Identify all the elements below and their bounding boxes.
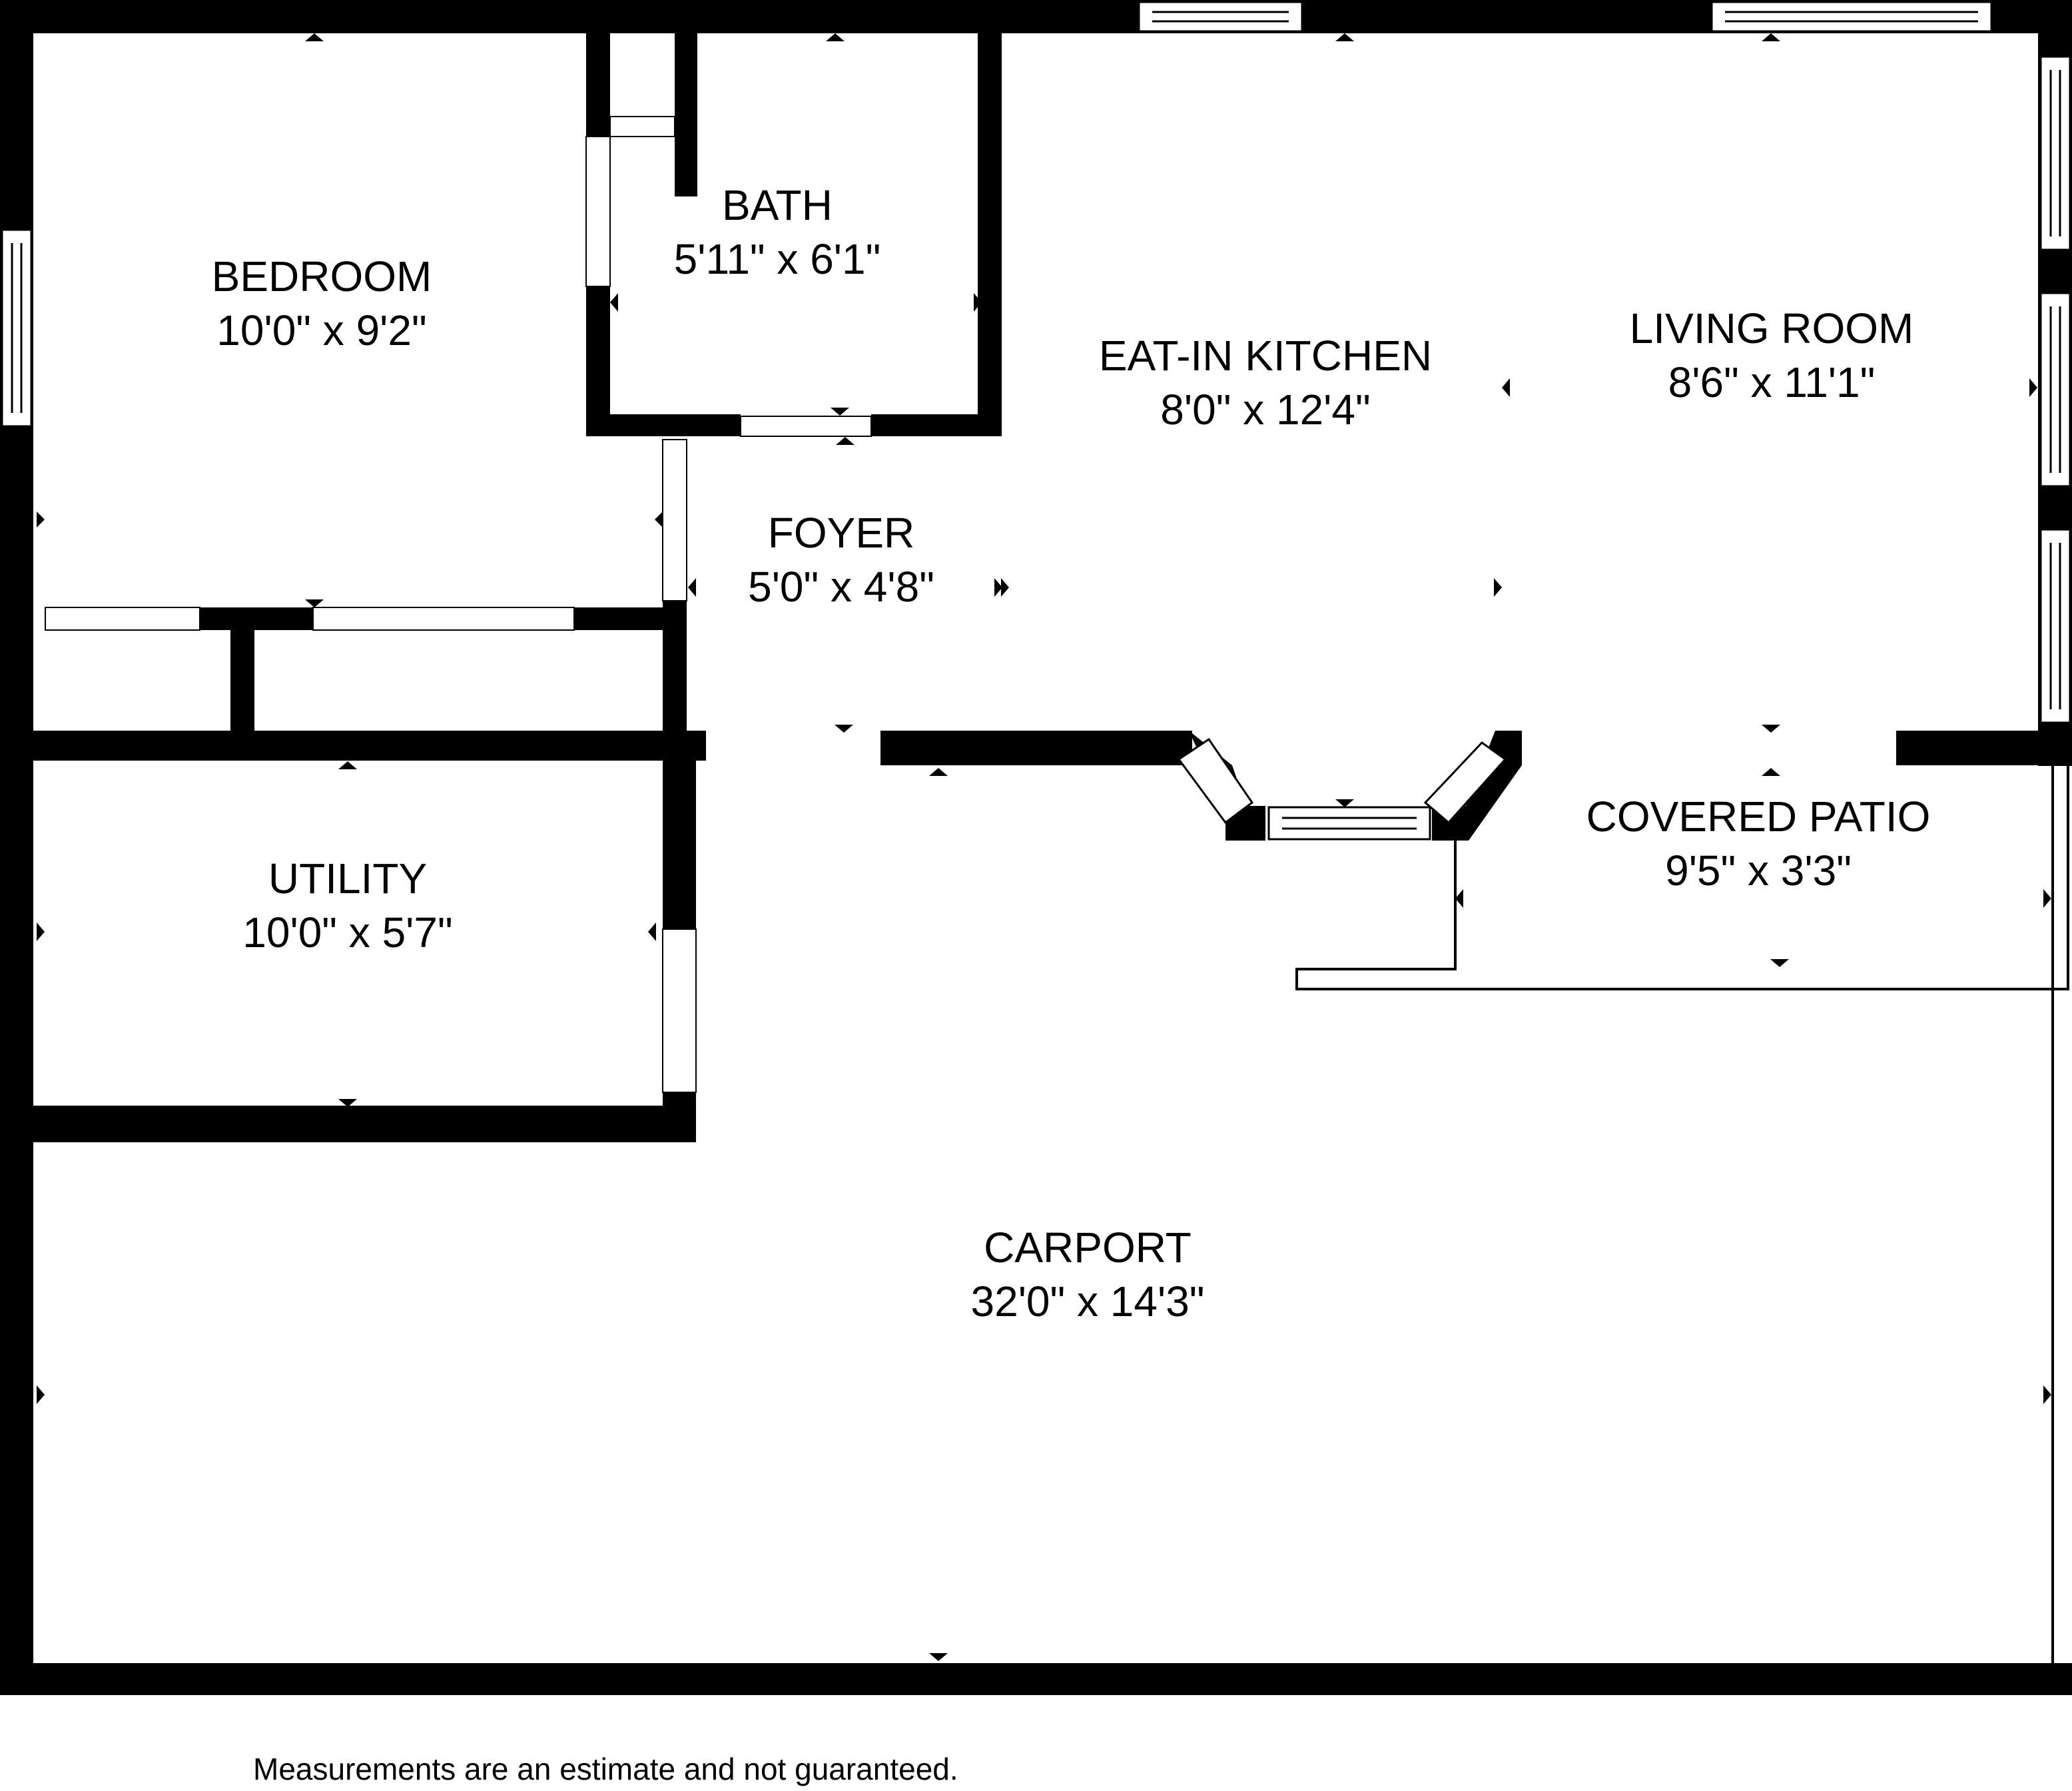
wall-bottom [0, 1663, 2072, 1695]
wall-bath-left-lower [586, 286, 610, 436]
wall-bath-left [586, 27, 610, 137]
wall-utility-right [663, 731, 696, 929]
bedroom-name: BEDROOM [212, 252, 432, 300]
window-right-b [2039, 292, 2071, 488]
dimension-markers [37, 33, 2051, 1661]
eat-in-kitchen-name: EAT-IN KITCHEN [1099, 332, 1432, 380]
foyer-dims: 5'0" x 4'8" [748, 563, 934, 611]
carport-name: CARPORT [984, 1224, 1192, 1271]
wall-closet-divider [230, 607, 254, 731]
wall-bath-bottom-left [586, 414, 741, 436]
covered-patio-dims: 9'5" x 3'3" [1665, 847, 1852, 895]
wall-patio-stub [1896, 731, 2072, 765]
covered-patio-name: COVERED PATIO [1586, 793, 1931, 841]
bedroom-dims: 10'0" x 9'2" [216, 306, 426, 354]
openings [45, 116, 872, 1093]
utility-name: UTILITY [268, 855, 427, 902]
window-right-a [2039, 55, 2071, 251]
window-bay-right [1423, 741, 1507, 825]
windows [1, 1, 2071, 841]
window-left-bedroom [1, 228, 33, 428]
wall-kitchen-south [880, 731, 1192, 765]
opening-bedroom-closet-b [312, 607, 575, 631]
window-top-kitchen [1138, 1, 1303, 33]
eat-in-kitchen-dims: 8'0" x 12'4" [1160, 386, 1370, 434]
opening-utility-door [662, 928, 697, 1093]
living-room-name: LIVING ROOM [1630, 304, 1914, 352]
wall-closet-top-b [574, 607, 674, 630]
foyer-name: FOYER [768, 509, 914, 557]
carport-dims: 32'0" x 14'3" [971, 1277, 1205, 1325]
wall-right-fill-b [2038, 486, 2072, 530]
wall-closet-top-a [200, 607, 313, 630]
opening-bedroom-closet-a [45, 607, 200, 631]
opening-bath-door [740, 416, 872, 437]
wall-right-fill-a [2038, 250, 2072, 293]
utility-dims: 10'0" x 5'7" [242, 908, 452, 956]
wall-bath-right [978, 27, 1002, 436]
wall-utility-top [0, 731, 706, 761]
opening-foyer-bedroom [662, 439, 687, 601]
window-right-c [2039, 528, 2071, 724]
opening-bath-closet [585, 136, 611, 287]
wall-bath-stub [675, 27, 697, 196]
room-labels: BEDROOM 10'0" x 9'2" BATH 5'11" x 6'1" E… [212, 181, 1931, 1325]
window-bay-left [1177, 737, 1254, 825]
wall-utility-bottom [0, 1106, 696, 1142]
window-bay-front [1267, 806, 1431, 841]
bath-name: BATH [722, 181, 833, 229]
opening-bath-closet-top [609, 116, 675, 137]
patio-outline [1295, 765, 2069, 1663]
wall-bath-bottom-right [871, 414, 1002, 436]
disclaimer: Measurements are an estimate and not gua… [253, 1752, 958, 1786]
window-top-living [1710, 1, 1993, 33]
living-room-dims: 8'6" x 11'1" [1668, 358, 1876, 406]
bath-dims: 5'11" x 6'1" [674, 235, 881, 283]
